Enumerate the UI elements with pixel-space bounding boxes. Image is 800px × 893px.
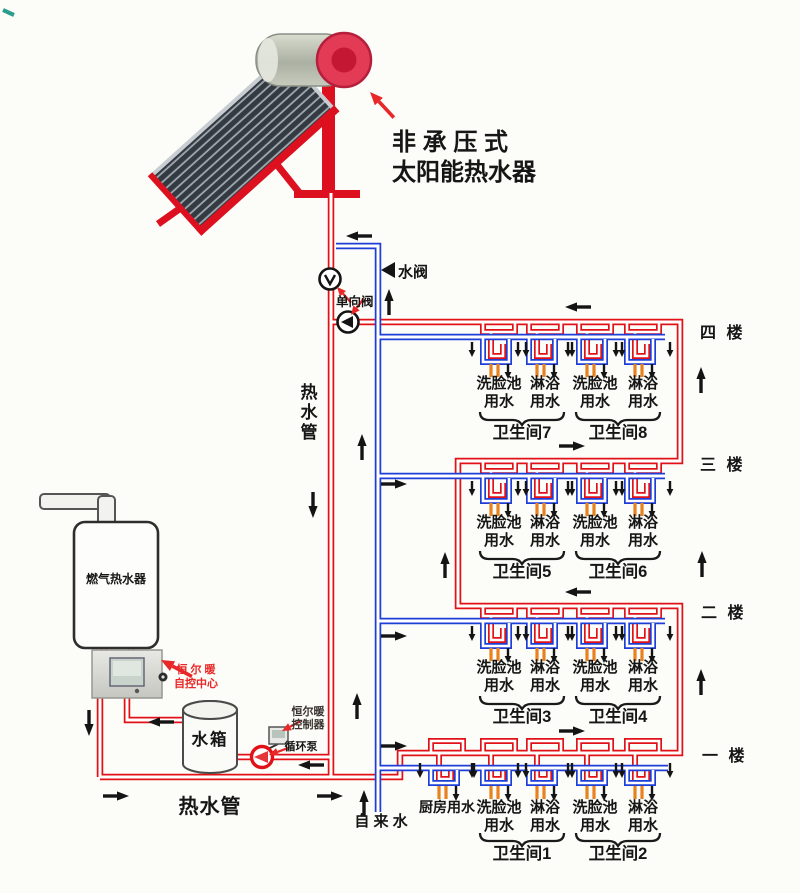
f2-shower2-l1: 淋浴 <box>628 658 659 676</box>
f4-basin1-l1: 洗脸池 <box>476 374 521 392</box>
f1-shower1-l2: 用水 <box>530 816 561 834</box>
controller-label-2: 控制器 <box>292 717 326 731</box>
circulation-pump <box>249 744 275 770</box>
check-valve-symbol-bottom <box>336 310 360 334</box>
water-tank <box>182 700 238 774</box>
f4-basin2-l2: 用水 <box>580 392 611 410</box>
floor-4-label: 四 楼 <box>700 323 745 342</box>
bathroom-2-label: 卫生间2 <box>589 843 648 863</box>
f4-shower1-l1: 淋浴 <box>530 374 561 392</box>
f1-basin1-l1: 洗脸池 <box>476 798 521 816</box>
f3-basin2-l2: 用水 <box>580 531 611 549</box>
f3-shower1-l1: 淋浴 <box>530 513 561 531</box>
heater-foot-left <box>155 204 185 227</box>
kitchen-water-label: 厨房用水 <box>419 799 476 815</box>
bathroom-3-label: 卫生间3 <box>493 706 552 726</box>
water-valve-icon <box>381 262 395 278</box>
controller-label-1: 恒尔暖 <box>292 704 326 718</box>
f2-shower2-l2: 用水 <box>628 676 659 694</box>
f4-shower1-l2: 用水 <box>530 392 561 410</box>
f3-basin2-l1: 洗脸池 <box>572 513 617 531</box>
hot-pipe-vertical-label: 热水管 <box>298 382 318 443</box>
f3-shower2-l2: 用水 <box>628 531 659 549</box>
f1-basin2-l2: 用水 <box>580 816 611 834</box>
solar-tank-left-cap <box>258 38 278 82</box>
f2-shower1-l2: 用水 <box>530 676 561 694</box>
control-center-box <box>91 649 168 699</box>
f3-basin1-l1: 洗脸池 <box>476 513 521 531</box>
control-center-label-2: 自控中心 <box>174 676 218 690</box>
floor-1-label: 一 楼 <box>702 746 747 765</box>
f2-shower1-l1: 淋浴 <box>530 658 561 676</box>
water-tank-label: 水箱 <box>192 729 229 749</box>
gas-water-heater <box>72 520 160 650</box>
pump-label: 循环泵 <box>285 739 318 753</box>
bathroom-4-label: 卫生间4 <box>589 706 649 726</box>
f2-basin1-l1: 洗脸池 <box>476 658 521 676</box>
f1-shower2-l1: 淋浴 <box>628 798 659 816</box>
check-valve-label: 单向阀 <box>336 294 374 309</box>
f2-basin1-l2: 用水 <box>484 676 515 694</box>
f3-basin1-l2: 用水 <box>484 531 515 549</box>
f1-shower1-l1: 淋浴 <box>530 798 561 816</box>
exhaust-pipe <box>39 493 116 529</box>
bathroom-7-label: 卫生间7 <box>493 422 552 442</box>
tap-water-label: 自 来 水 <box>354 812 408 830</box>
floor-2-label: 二 楼 <box>701 603 746 622</box>
solar-tank-end-cap-inner <box>331 47 357 73</box>
hot-pipe-bottom-label: 热水管 <box>179 794 242 818</box>
bathroom-6-label: 卫生间6 <box>589 561 648 581</box>
title-line2: 太阳能热水器 <box>392 158 537 186</box>
title-line1: 非 承 压 式 <box>392 129 508 156</box>
f1-basin2-l1: 洗脸池 <box>572 798 617 816</box>
f4-basin1-l2: 用水 <box>484 392 515 410</box>
f3-shower2-l1: 淋浴 <box>628 513 659 531</box>
f1-basin1-l2: 用水 <box>484 816 515 834</box>
bathroom-5-label: 卫生间5 <box>493 561 552 581</box>
f4-basin2-l1: 洗脸池 <box>572 374 617 392</box>
corner-mark <box>2 8 15 17</box>
f4-shower2-l2: 用水 <box>628 392 659 410</box>
bathroom-1-label: 卫生间1 <box>493 843 552 863</box>
bathroom-8-label: 卫生间8 <box>589 422 648 442</box>
f2-basin2-l1: 洗脸池 <box>572 658 617 676</box>
solar-heater <box>147 31 373 236</box>
f3-shower1-l2: 用水 <box>530 531 561 549</box>
heater-foot <box>294 190 360 198</box>
floor-3-label: 三 楼 <box>700 455 745 474</box>
control-center-label-1: 恒 尔 暖 <box>176 662 216 676</box>
check-valve-symbol-top <box>318 267 342 291</box>
f1-shower2-l2: 用水 <box>628 816 659 834</box>
water-valve-label: 水阀 <box>398 263 428 281</box>
f4-shower2-l1: 淋浴 <box>628 374 659 392</box>
gas-heater-label: 燃气热水器 <box>86 571 147 586</box>
f2-basin2-l2: 用水 <box>580 676 611 694</box>
